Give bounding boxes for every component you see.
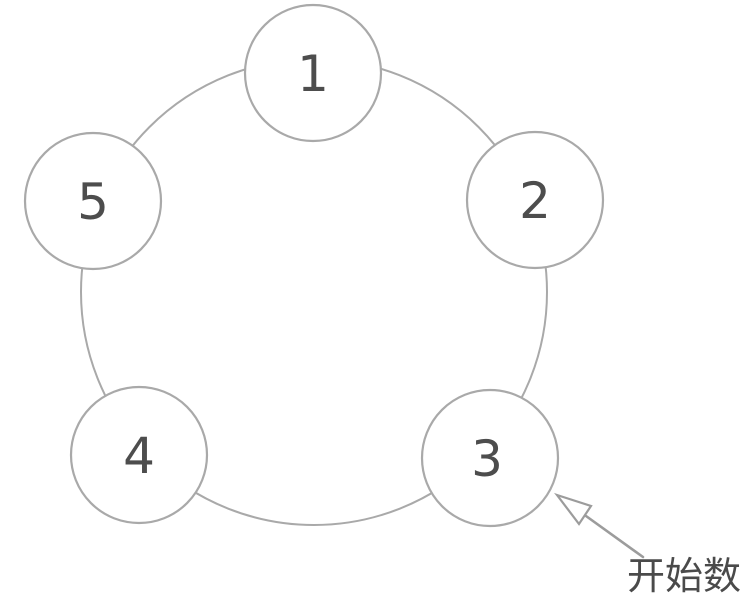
start-arrow-shaft — [584, 514, 645, 559]
node-4-label: 4 — [123, 427, 155, 485]
start-annotation-label: 开始数 — [627, 554, 741, 598]
node-3-label: 3 — [471, 430, 503, 488]
node-2: 2 — [465, 130, 605, 270]
start-arrow-head-icon — [554, 492, 593, 526]
node-1: 1 — [243, 3, 383, 143]
node-4: 4 — [69, 385, 209, 525]
node-1-label: 1 — [297, 45, 329, 103]
node-5-label: 5 — [77, 173, 109, 231]
node-5-circle — [23, 131, 163, 271]
node-1-circle — [243, 3, 383, 143]
node-5: 5 — [23, 131, 163, 271]
node-3: 3 — [420, 388, 560, 528]
node-3-circle — [420, 388, 560, 528]
node-4-circle — [69, 385, 209, 525]
node-2-circle — [465, 130, 605, 270]
start-arrow — [554, 492, 645, 559]
node-2-label: 2 — [519, 172, 551, 230]
